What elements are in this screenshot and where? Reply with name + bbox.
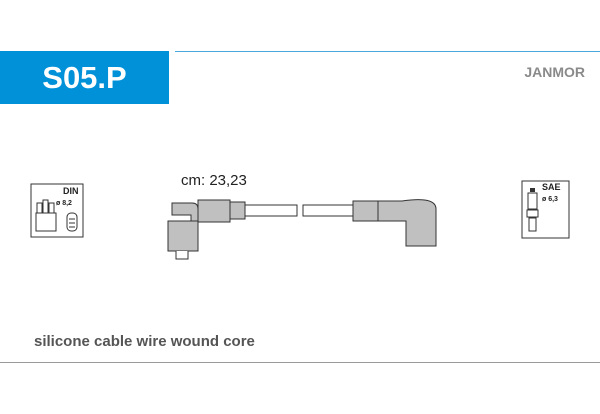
sae-label: SAE <box>542 182 561 192</box>
product-description: silicone cable wire wound core <box>34 333 255 350</box>
code-badge <box>0 51 169 104</box>
brand-name: JANMOR <box>524 64 585 80</box>
din-diameter: ø 8,2 <box>56 200 72 207</box>
cable-wire <box>244 204 354 217</box>
footer-divider <box>0 362 600 363</box>
spark-plug-sae-icon: SAE ø 6,3 <box>521 180 570 239</box>
product-code: S05.P <box>42 60 127 95</box>
angled-boot-right <box>352 199 437 247</box>
header-divider <box>175 51 600 52</box>
angled-boot-left <box>167 199 246 260</box>
sae-diameter: ø 6,3 <box>542 196 558 203</box>
distributor-din-icon: DIN ø 8,2 <box>30 183 84 238</box>
cable-length: cm: 23,23 <box>181 172 247 189</box>
din-label: DIN <box>63 186 79 196</box>
